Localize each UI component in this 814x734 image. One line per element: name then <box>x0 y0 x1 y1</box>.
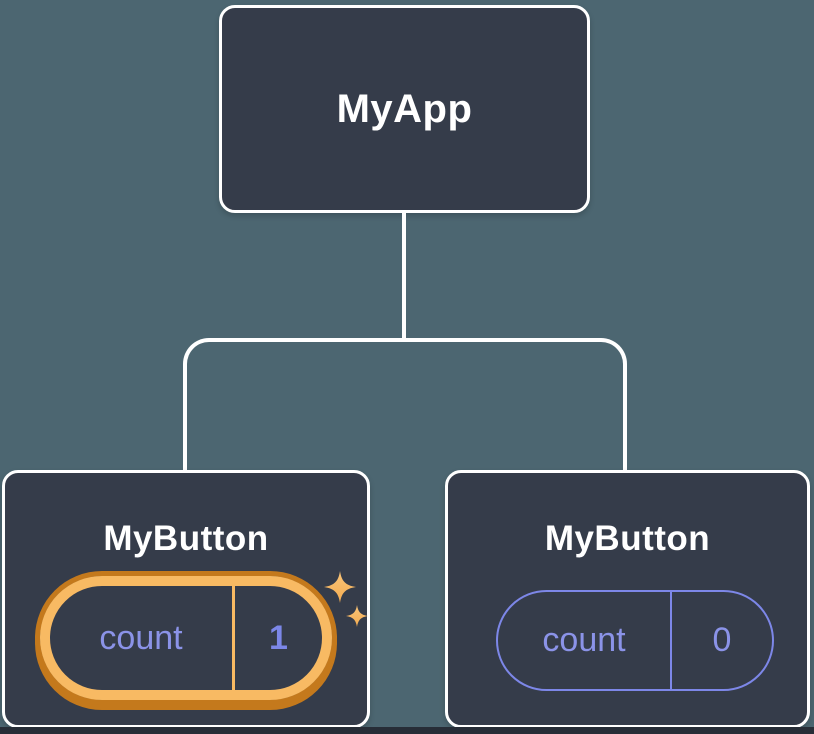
node-mybutton-left: MyButton count 1 <box>2 470 370 728</box>
state-pill-count-0: count 0 <box>496 590 774 691</box>
state-value-label: 1 <box>269 618 288 657</box>
connector-trunk-line <box>402 211 406 342</box>
state-key-label: count <box>542 621 626 659</box>
state-pill-count-1: count 1 <box>40 576 332 700</box>
bottom-edge-strip <box>0 727 814 734</box>
node-mybutton-right-label: MyButton <box>544 519 711 558</box>
state-pill-divider <box>232 586 235 690</box>
sparkle-small <box>346 605 368 627</box>
node-mybutton-right: MyButton count 0 <box>445 470 810 728</box>
node-mybutton-left-label: MyButton <box>103 519 269 558</box>
state-pill-divider <box>670 592 672 689</box>
state-value-label: 0 <box>712 621 732 659</box>
connector-branch-lines <box>183 338 627 472</box>
node-myapp-label: MyApp <box>336 86 473 131</box>
node-myapp: MyApp <box>219 5 590 213</box>
sparkle-large <box>324 571 356 603</box>
state-key-label: count <box>99 618 183 657</box>
